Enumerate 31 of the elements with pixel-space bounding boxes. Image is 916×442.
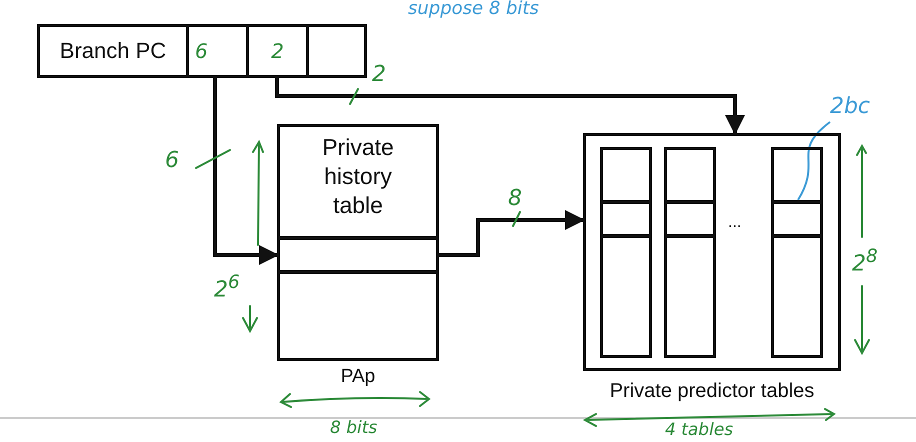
arrow xyxy=(439,210,585,257)
field-value: 2 xyxy=(271,38,284,64)
edge-label: 2 xyxy=(372,62,386,87)
register-field xyxy=(246,24,309,78)
table-column xyxy=(771,147,823,358)
table-caption: Private predictor tables xyxy=(610,380,814,402)
register-field xyxy=(37,24,189,78)
leader-line xyxy=(797,121,831,200)
edge-label: 6 xyxy=(165,148,179,173)
annotation-text: suppose 8 bits xyxy=(408,0,539,19)
annotation-text: 4 tables xyxy=(665,420,734,440)
table-column xyxy=(600,147,652,358)
table-row xyxy=(600,200,652,238)
edge-label: 8 xyxy=(508,186,522,211)
register-field xyxy=(186,24,249,78)
ellipsis-label: ... xyxy=(728,214,742,232)
table-caption: PAp xyxy=(340,366,376,387)
register-field xyxy=(306,24,367,78)
table-row xyxy=(277,236,439,274)
node-label: Branch PC xyxy=(60,37,166,65)
note-label: 2bc xyxy=(830,93,870,121)
node-label: Private history table xyxy=(321,133,395,220)
table-row xyxy=(771,200,823,238)
annotation-text: 2$^{6}$ xyxy=(214,272,240,302)
table-row xyxy=(664,200,716,238)
annotation-text: 2$^{8}$ xyxy=(852,246,878,276)
annotation-text: 8 bits xyxy=(330,418,378,438)
field-value: 6 xyxy=(195,38,208,64)
table-column xyxy=(664,147,716,358)
arrow xyxy=(275,78,745,135)
arrow xyxy=(213,78,279,265)
